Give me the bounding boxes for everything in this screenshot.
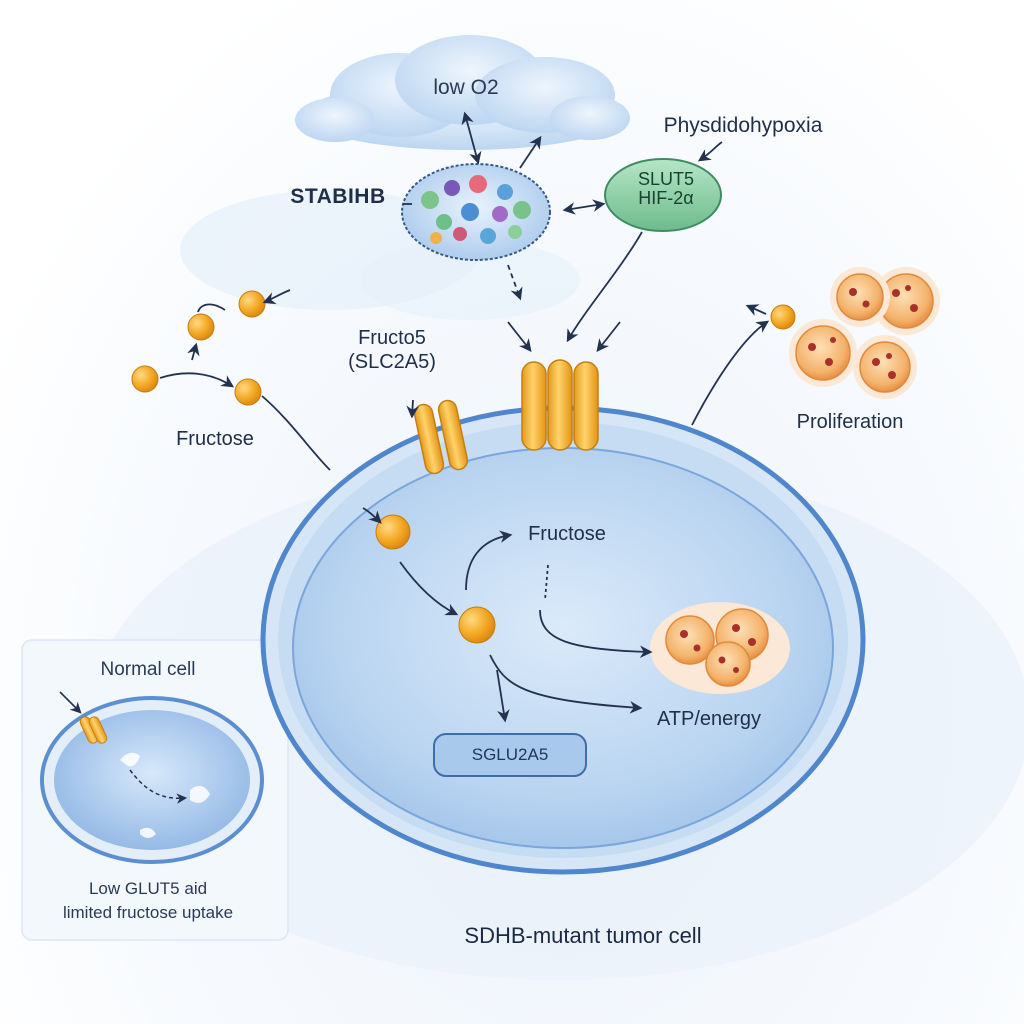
proliferating-cells [789, 267, 940, 399]
pathway-arrows [159, 111, 770, 723]
sglut-box-shape [433, 733, 587, 777]
hif2a-label: SLUT5 HIF-2α [638, 170, 694, 208]
fructose-molecules [131, 290, 796, 644]
stabilized-complex-label: STABIHB [290, 185, 386, 208]
hif2a-label-line1: SLUT5 [637, 169, 695, 189]
normal-cell-label: Normal cell [100, 659, 196, 680]
intracellular-fructose-label: Fructose [528, 523, 606, 545]
extracellular-fructose-label: Fructose [176, 428, 254, 450]
glut5-transporter-cluster [521, 359, 599, 451]
normal-cell-description: Low GLUT5 aid limited fructose uptake [63, 877, 233, 925]
hif2a-oval [604, 158, 722, 232]
transporter-label-line2: (SLC2A5) [348, 351, 436, 373]
normal-cell-description-line1: Low GLUT5 aid [88, 879, 208, 898]
normal-cell-panel [21, 639, 289, 941]
low-oxygen-label: low O2 [433, 76, 499, 99]
inner-metabolic-cells [650, 602, 790, 694]
diagram-title: SDHB-mutant tumor cell [464, 923, 702, 948]
pseudohypoxia-label: Physdidohypoxia [663, 114, 823, 137]
sglut-box-label: SGLU2A5 [471, 745, 549, 764]
transporter-label: Fructo5 (SLC2A5) [348, 326, 436, 374]
normal-cell-description-line2: limited fructose uptake [62, 902, 234, 922]
proliferation-label: Proliferation [796, 411, 904, 433]
stabilized-protein-complex [401, 163, 551, 261]
transporter-label-line1: Fructo5 [358, 327, 426, 349]
hif2a-label-line2: HIF-2α [638, 187, 694, 208]
atp-energy-label: ATP/energy [656, 708, 762, 730]
fructose-transporter-left [413, 399, 469, 475]
